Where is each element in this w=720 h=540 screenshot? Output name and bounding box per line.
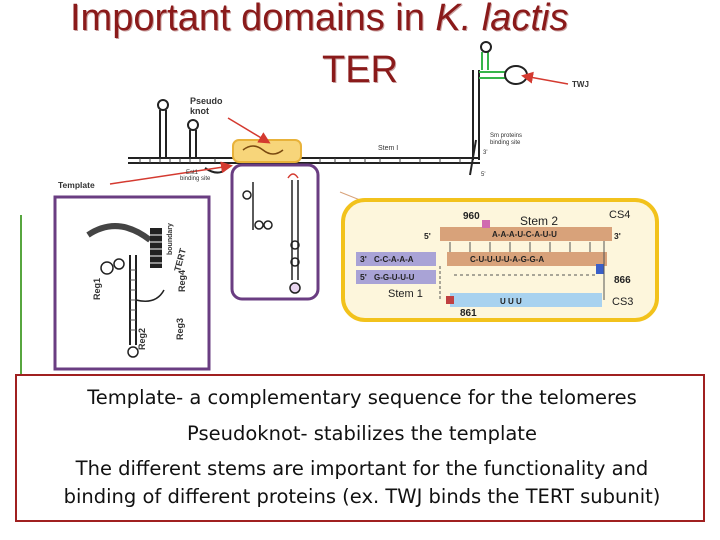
stem1-band-upper	[356, 252, 436, 266]
five-prime-label: 5'	[481, 172, 485, 178]
reg2-label: Reg2	[137, 328, 147, 350]
template-arrow	[109, 161, 233, 185]
caption-box: Template- a complementary sequence for t…	[15, 374, 705, 522]
inset-stem2-label: Stem 2	[520, 214, 558, 228]
template-label: Template	[58, 180, 95, 190]
pseudoknot-detail-panel	[230, 163, 320, 301]
pseudoknot-box	[232, 139, 302, 163]
pseudoknot-panel-drawing	[242, 173, 301, 294]
left-hairpin	[157, 99, 199, 158]
pseudoknot-label-line1: Pseudo	[190, 96, 223, 106]
accent-divider	[20, 215, 22, 460]
inset-seq-low-left: G-G-U-U-U	[374, 273, 415, 282]
inset-866-label: 866	[614, 275, 631, 286]
inset-seq-low-right: U U U	[500, 297, 522, 306]
inset-cs4-label: CS4	[609, 209, 630, 221]
title-line-1: Important domains in K. lactis	[70, 0, 670, 42]
stem2-band	[440, 227, 612, 241]
inset-seq-top: A-A-A-U-C-A-U-U	[492, 230, 557, 239]
inset-low-5prime: 5'	[360, 272, 367, 282]
stem2-band-lower	[447, 252, 607, 266]
inset-861-label: 861	[460, 308, 477, 319]
inset-mid-3prime: 3'	[360, 254, 367, 264]
caption-line-2: Pseudoknot- stabilizes the template	[187, 422, 537, 445]
reg3-label: Reg3	[175, 318, 185, 340]
stem1-backbone	[128, 157, 480, 164]
template-panel-drawing	[86, 223, 165, 358]
inset-seq-mid-left: C-C-A-A-A	[374, 255, 414, 264]
inset-top-3prime: 3'	[614, 231, 621, 241]
caption-line-4: binding of different proteins (ex. TWJ b…	[63, 485, 661, 508]
inset-top-5prime: 5'	[424, 231, 431, 241]
sm-site-label-line1: Sm proteins	[490, 133, 522, 139]
boundary-label: boundary	[167, 223, 174, 255]
template-detail-panel	[53, 195, 211, 371]
stem1-label: Stem I	[378, 145, 398, 152]
est1-label-line2: binding site	[180, 176, 211, 182]
inset-seq-mid-right: C-U-U-U-U-A-G-G-A	[470, 255, 544, 264]
stem1-band-lower	[356, 270, 436, 284]
inset-stem1-label: Stem 1	[388, 288, 423, 300]
cs3-band	[450, 293, 602, 307]
pseudoknot-label-line2: knot	[190, 106, 209, 116]
caption-line-1: Template- a complementary sequence for t…	[87, 386, 637, 409]
caption-line-3: The different stems are important for th…	[75, 457, 649, 480]
inset-960-label: 960	[463, 211, 480, 222]
reg4-label: Reg4	[177, 270, 187, 292]
inset-cs3-label: CS3	[612, 296, 633, 308]
title-species-text: K. lactis	[435, 0, 569, 39]
twj-stem	[469, 41, 528, 176]
title-main-text: Important domains in	[70, 0, 436, 39]
twj-label: TWJ	[572, 80, 589, 89]
sm-site-label-line2: binding site	[490, 140, 521, 146]
title-line-2: TER	[322, 49, 398, 91]
reg1-label: Reg1	[92, 278, 102, 300]
twj-arrow	[521, 71, 569, 85]
three-prime-label: 3'	[483, 150, 487, 156]
est1-label-line1: Est1	[186, 170, 199, 176]
pseudoknot-arrow	[227, 117, 271, 144]
